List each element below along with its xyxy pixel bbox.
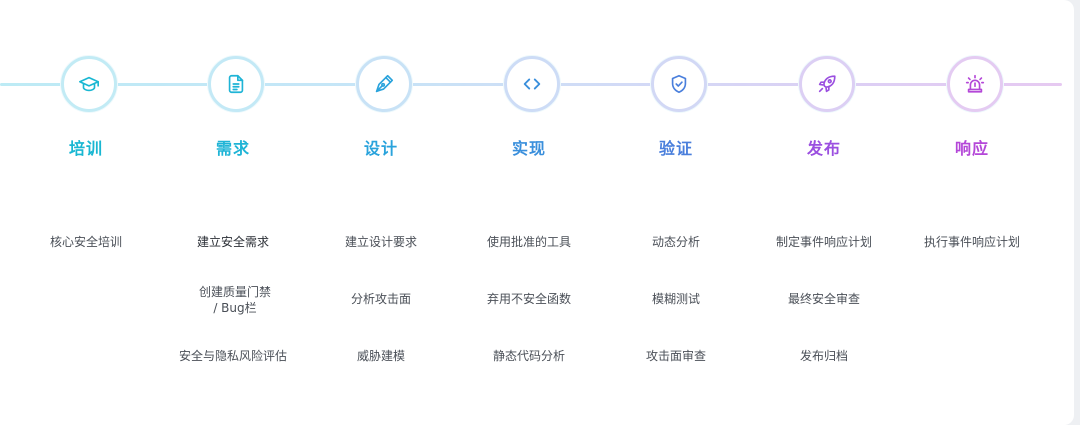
stage-node-implementation[interactable] (504, 56, 560, 112)
stage-release: 发布 制定事件响应计划 最终安全审查 发布归档 (753, 0, 901, 425)
alarm-siren-icon (964, 73, 986, 95)
stage-node-verification[interactable] (651, 56, 707, 112)
stage-title-verification: 验证 (658, 139, 693, 158)
stage-node-response[interactable] (947, 56, 1003, 112)
task-item[interactable]: 模糊测试 (651, 292, 700, 306)
stage-training: 培训 核心安全培训 (15, 0, 163, 425)
stage-title-release: 发布 (806, 139, 841, 158)
task-item[interactable]: 创建质量门禁 / Bug栏 (198, 285, 271, 315)
stage-title-implementation: 实现 (511, 139, 546, 158)
stage-title-response: 响应 (954, 139, 989, 158)
stage-response: 响应 执行事件响应计划 (901, 0, 1049, 425)
pen-nib-icon (373, 73, 395, 95)
task-item[interactable]: 分析攻击面 (350, 292, 411, 306)
task-item[interactable]: 安全与隐私风险评估 (178, 349, 287, 363)
stage-requirements: 需求 建立安全需求 创建质量门禁 / Bug栏 安全与隐私风险评估 (162, 0, 310, 425)
task-item[interactable]: 执行事件响应计划 (923, 235, 1020, 249)
task-item[interactable]: 制定事件响应计划 (775, 235, 872, 249)
task-item[interactable]: 动态分析 (651, 235, 700, 249)
task-item[interactable]: 发布归档 (799, 349, 848, 363)
task-item[interactable]: 威胁建模 (356, 349, 405, 363)
task-item[interactable]: 静态代码分析 (492, 349, 565, 363)
stage-title-design: 设计 (363, 139, 398, 158)
stage-node-training[interactable] (61, 56, 117, 112)
task-item[interactable]: 核心安全培训 (49, 235, 122, 249)
stage-node-release[interactable] (799, 56, 855, 112)
stage-verification: 验证 动态分析 模糊测试 攻击面审查 (605, 0, 753, 425)
stage-design: 设计 建立设计要求 分析攻击面 威胁建模 (310, 0, 458, 425)
task-item[interactable]: 最终安全审查 (787, 292, 860, 306)
task-item[interactable]: 使用批准的工具 (486, 235, 571, 249)
shield-check-icon (668, 73, 690, 95)
graduation-cap-icon (78, 73, 100, 95)
task-item[interactable]: 弃用不安全函数 (486, 292, 571, 306)
stage-node-requirements[interactable] (208, 56, 264, 112)
rocket-icon (816, 73, 838, 95)
stage-implementation: 实现 使用批准的工具 弃用不安全函数 静态代码分析 (458, 0, 606, 425)
stage-title-training: 培训 (68, 139, 103, 158)
stage-node-design[interactable] (356, 56, 412, 112)
stage-title-requirements: 需求 (215, 139, 250, 158)
task-item[interactable]: 攻击面审查 (645, 349, 706, 363)
code-brackets-icon (521, 73, 543, 95)
task-item[interactable]: 建立设计要求 (344, 235, 417, 249)
document-icon (225, 73, 247, 95)
task-item[interactable]: 建立安全需求 (196, 235, 269, 249)
